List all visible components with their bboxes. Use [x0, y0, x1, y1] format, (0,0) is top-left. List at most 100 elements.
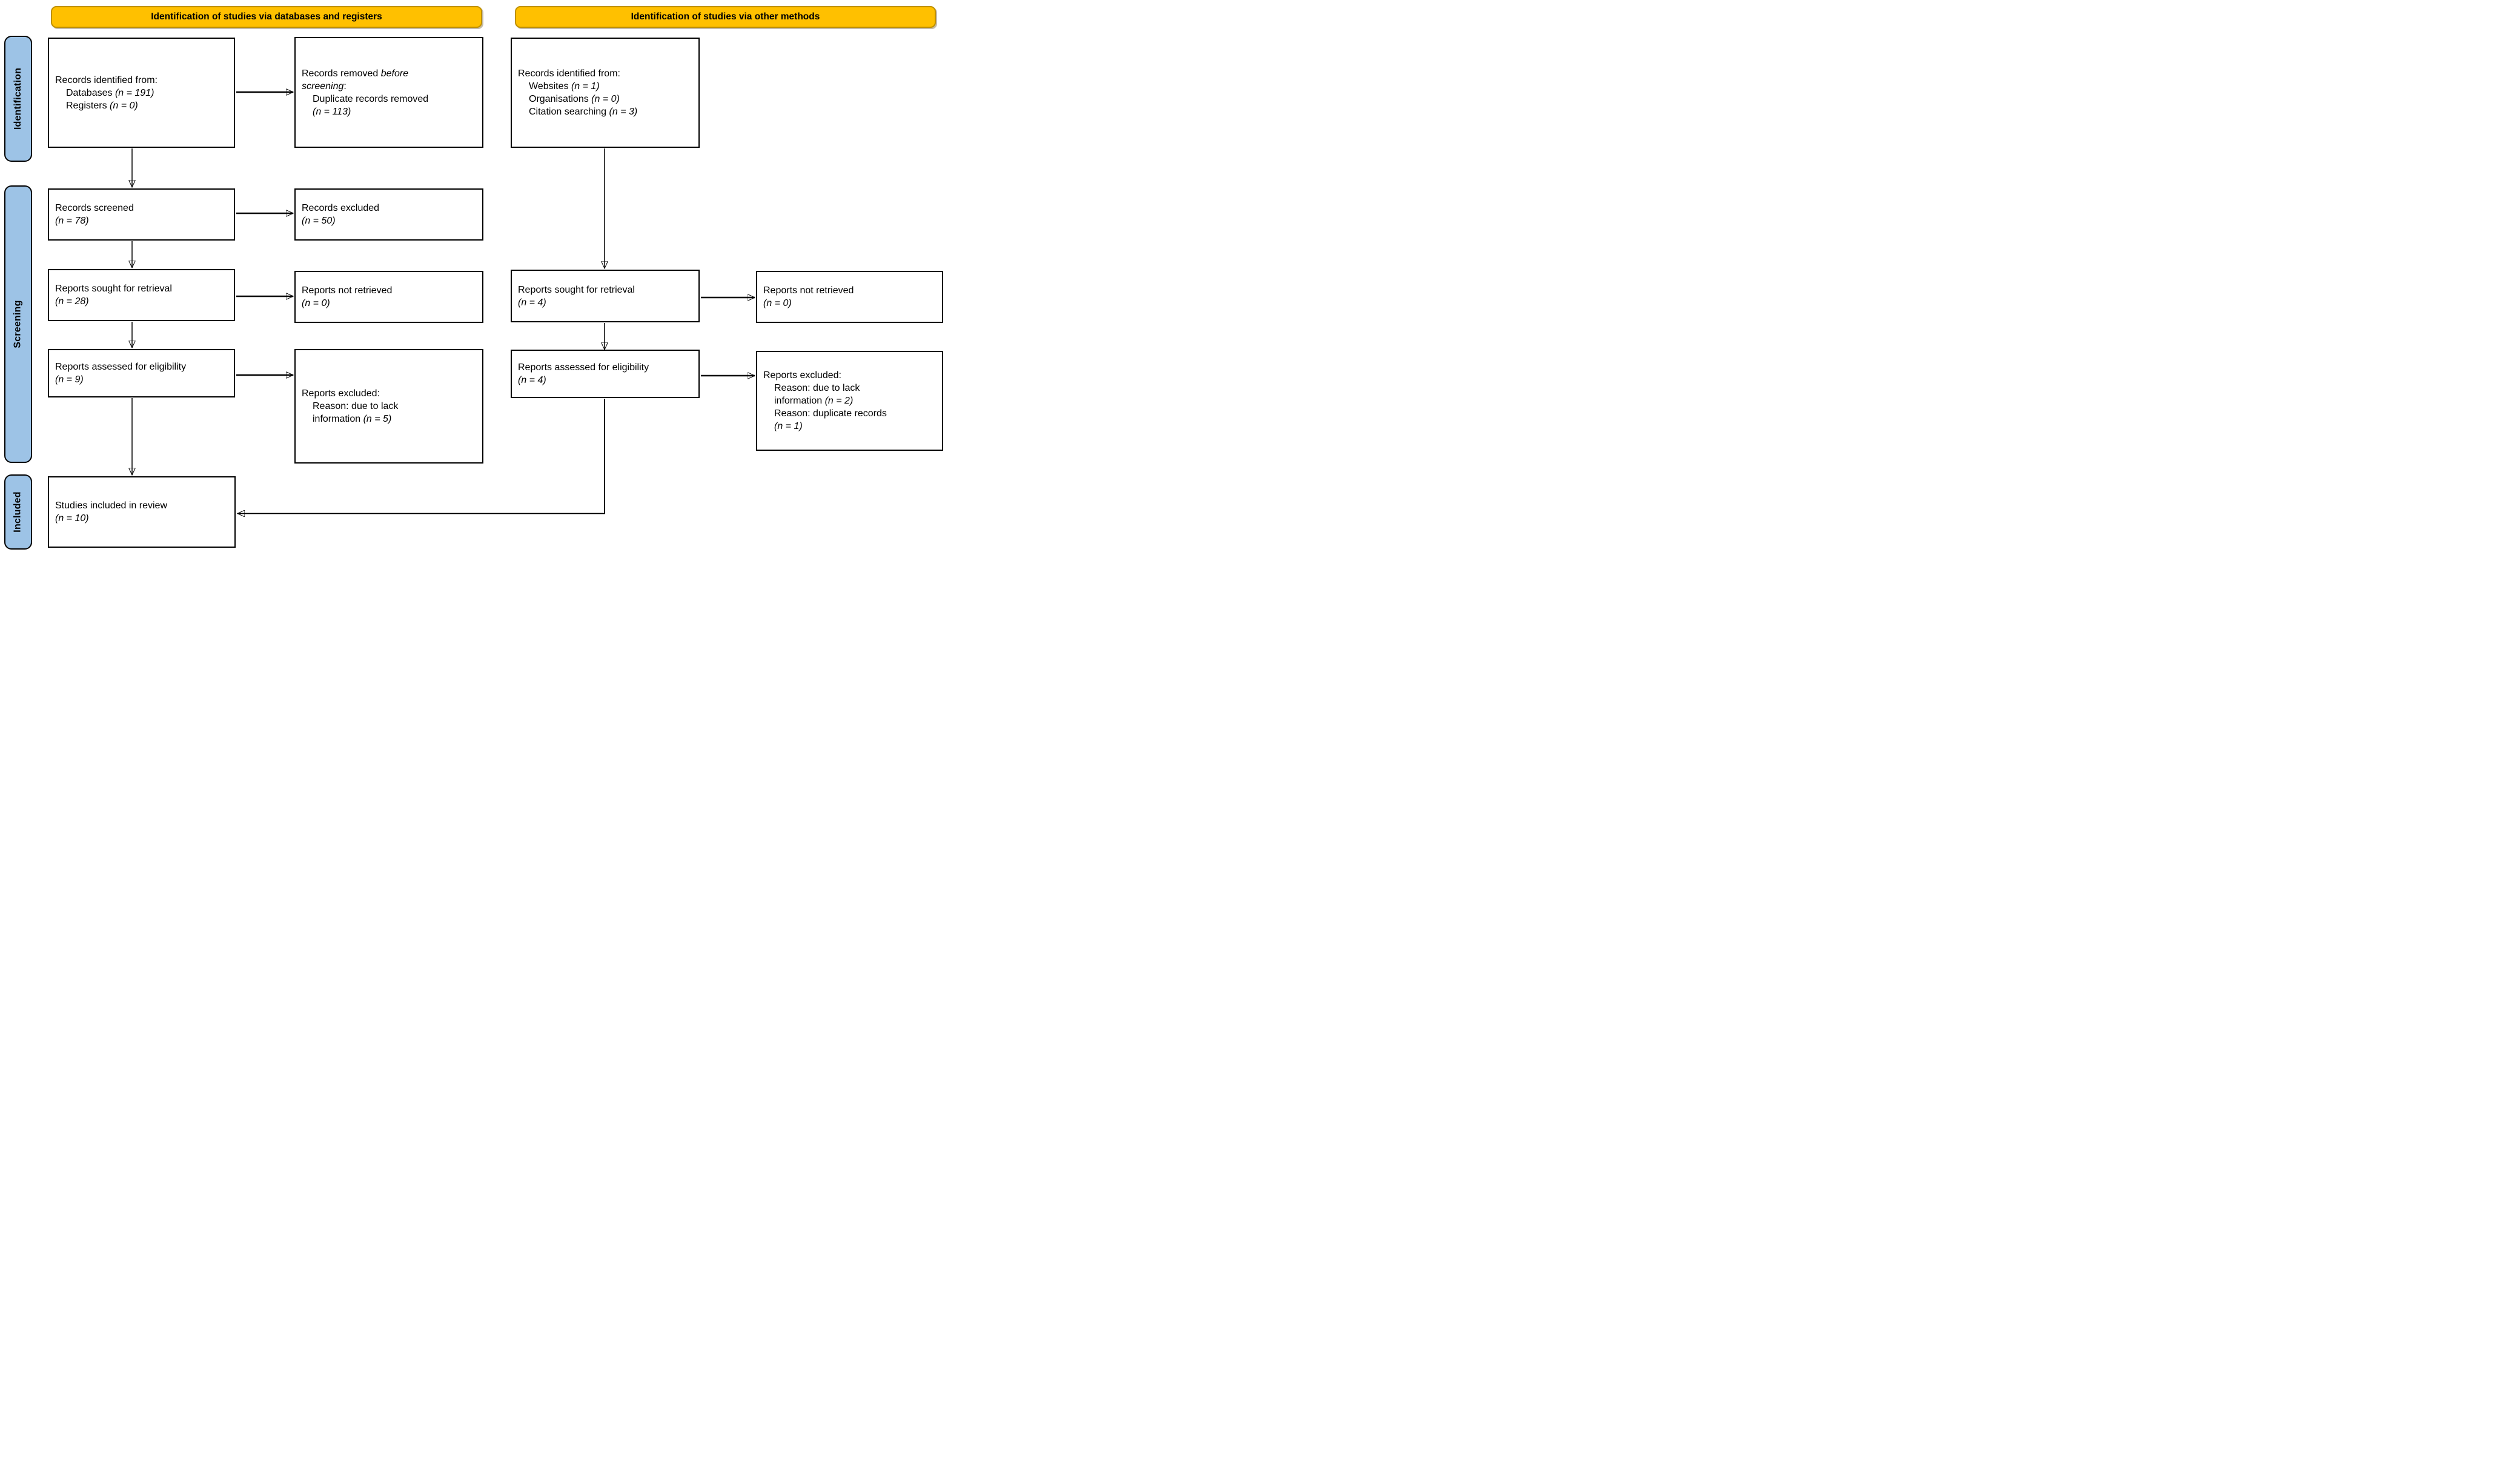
text-line: Reports assessed for eligibility	[55, 361, 186, 373]
text-line: Reason: due to lack	[302, 400, 398, 413]
text-line: Reports not retrieved	[763, 284, 854, 297]
text-line: (n = 1)	[763, 420, 887, 433]
n-value: (n = 1)	[571, 81, 600, 91]
n-value: (n = 4)	[518, 375, 546, 385]
box-records-excluded: Records excluded (n = 50)	[294, 188, 483, 241]
banner-other-methods: Identification of studies via other meth…	[515, 6, 936, 28]
box-text: Records screened (n = 78)	[55, 202, 134, 227]
text-line: Reports assessed for eligibility	[518, 361, 649, 374]
box-text: Records identified from: Databases (n = 1…	[55, 74, 158, 112]
text-segment: Studies included in review	[55, 500, 167, 511]
box-reports-not-retrieved-db: Reports not retrieved(n = 0)	[294, 271, 483, 323]
box-reports-sought-db: Reports sought for retrieval (n = 28)	[48, 269, 235, 321]
text-segment: Reason: duplicate records	[774, 408, 887, 419]
n-value: (n = 0)	[763, 298, 792, 308]
text-line: (n = 10)	[55, 512, 167, 525]
box-reports-assessed-db: Reports assessed for eligibility (n = 9)	[48, 349, 235, 397]
text-segment: information	[774, 396, 825, 406]
text-segment: Reports assessed for eligibility	[55, 362, 187, 372]
n-value: (n = 3)	[609, 107, 638, 117]
text-segment: :	[343, 81, 346, 91]
text-segment: Reports sought for retrieval	[55, 284, 172, 294]
text-segment: Websites	[529, 81, 571, 91]
text-segment: Records identified from:	[55, 75, 158, 85]
text-line: Reports excluded:	[763, 369, 887, 382]
text-line: Reports sought for retrieval	[518, 284, 635, 296]
n-value: (n = 2)	[824, 396, 854, 406]
text-line: information (n = 2)	[763, 394, 887, 407]
text-segment: Organisations	[529, 94, 592, 104]
text-line: Duplicate records removed	[302, 93, 428, 105]
n-value: (n = 4)	[518, 297, 546, 308]
text-line: Websites (n = 1)	[518, 80, 637, 93]
text-line: Organisations (n = 0)	[518, 93, 637, 105]
text-line: Reports not retrieved	[302, 284, 392, 297]
box-text: Records identified from:Websites (n = 1)…	[518, 67, 637, 118]
box-reports-not-retrieved-other: Reports not retrieved(n = 0)	[756, 271, 943, 323]
text-line: Reason: due to lack	[763, 382, 887, 394]
box-reports-excluded-db: Reports excluded:Reason: due to lack info…	[294, 349, 483, 464]
text-line: (n = 28)	[55, 295, 172, 308]
n-value: (n = 9)	[55, 374, 84, 385]
text-segment: Records screened	[55, 203, 134, 213]
stage-pill-screening: Screening	[4, 185, 32, 463]
text-line: Records screened	[55, 202, 134, 214]
text-line: (n = 9)	[55, 373, 186, 386]
text-segment: Reason: due to lack	[774, 383, 860, 393]
box-text: Studies included in review (n = 10)	[55, 499, 167, 525]
text-line: (n = 78)	[55, 214, 134, 227]
text-segment: Reports sought for retrieval	[518, 284, 635, 295]
text-line: screening:	[302, 80, 428, 93]
text-segment: Records identified from:	[518, 68, 620, 79]
box-text: Reports sought for retrieval (n = 4)	[518, 284, 635, 309]
stage-label-identification: Identification	[13, 67, 24, 130]
n-value: (n = 191)	[114, 87, 154, 98]
text-segment: Reason: due to lack	[313, 401, 399, 411]
box-text: Reports not retrieved(n = 0)	[763, 284, 854, 310]
n-value: (n = 50)	[302, 216, 336, 226]
n-value: (n = 5)	[363, 414, 392, 424]
text-line: (n = 113)	[302, 105, 428, 118]
text-segment: information	[313, 414, 363, 424]
box-records-identified-other: Records identified from:Websites (n = 1)…	[511, 38, 700, 148]
text-line: (n = 0)	[763, 297, 854, 310]
n-value: (n = 10)	[55, 513, 89, 524]
text-segment: Registers	[66, 100, 110, 111]
box-text: Reports excluded:Reason: due to lack info…	[302, 387, 398, 425]
n-value: (n = 0)	[110, 100, 138, 111]
box-text: Reports not retrieved(n = 0)	[302, 284, 392, 310]
box-studies-included: Studies included in review (n = 10)	[48, 476, 236, 548]
box-text: Reports assessed for eligibility (n = 9)	[55, 361, 186, 386]
text-segment: Reports excluded:	[763, 370, 841, 381]
text-segment: Reports assessed for eligibility	[518, 362, 649, 373]
n-value: (n = 28)	[55, 296, 89, 307]
box-reports-assessed-other: Reports assessed for eligibility (n = 4)	[511, 350, 700, 398]
box-records-screened: Records screened (n = 78)	[48, 188, 235, 241]
box-text: Reports assessed for eligibility (n = 4)	[518, 361, 649, 387]
text-line: (n = 50)	[302, 214, 379, 227]
text-line: Registers (n = 0)	[55, 99, 158, 112]
text-line: Reports sought for retrieval	[55, 282, 172, 295]
text-line: information (n = 5)	[302, 413, 398, 425]
text-segment: Records excluded	[302, 203, 380, 213]
text-line: Records identified from:	[518, 67, 637, 80]
n-value: (n = 78)	[55, 216, 89, 226]
box-text: Reports sought for retrieval (n = 28)	[55, 282, 172, 308]
text-segment: Databases	[66, 87, 115, 98]
stage-label-included: Included	[13, 491, 24, 533]
box-records-identified-db: Records identified from: Databases (n = 1…	[48, 38, 235, 148]
prisma-flow-diagram: Identification of studies via databases …	[0, 0, 945, 554]
stage-pill-identification: Identification	[4, 36, 32, 162]
n-value: screening	[302, 81, 344, 91]
text-line: (n = 4)	[518, 296, 635, 309]
n-value: (n = 113)	[313, 106, 351, 117]
text-segment: Records removed	[302, 68, 381, 79]
text-line: Citation searching (n = 3)	[518, 105, 637, 118]
text-line: Reports excluded:	[302, 387, 398, 400]
n-value: (n = 1)	[774, 421, 803, 431]
text-line: Databases (n = 191)	[55, 87, 158, 99]
